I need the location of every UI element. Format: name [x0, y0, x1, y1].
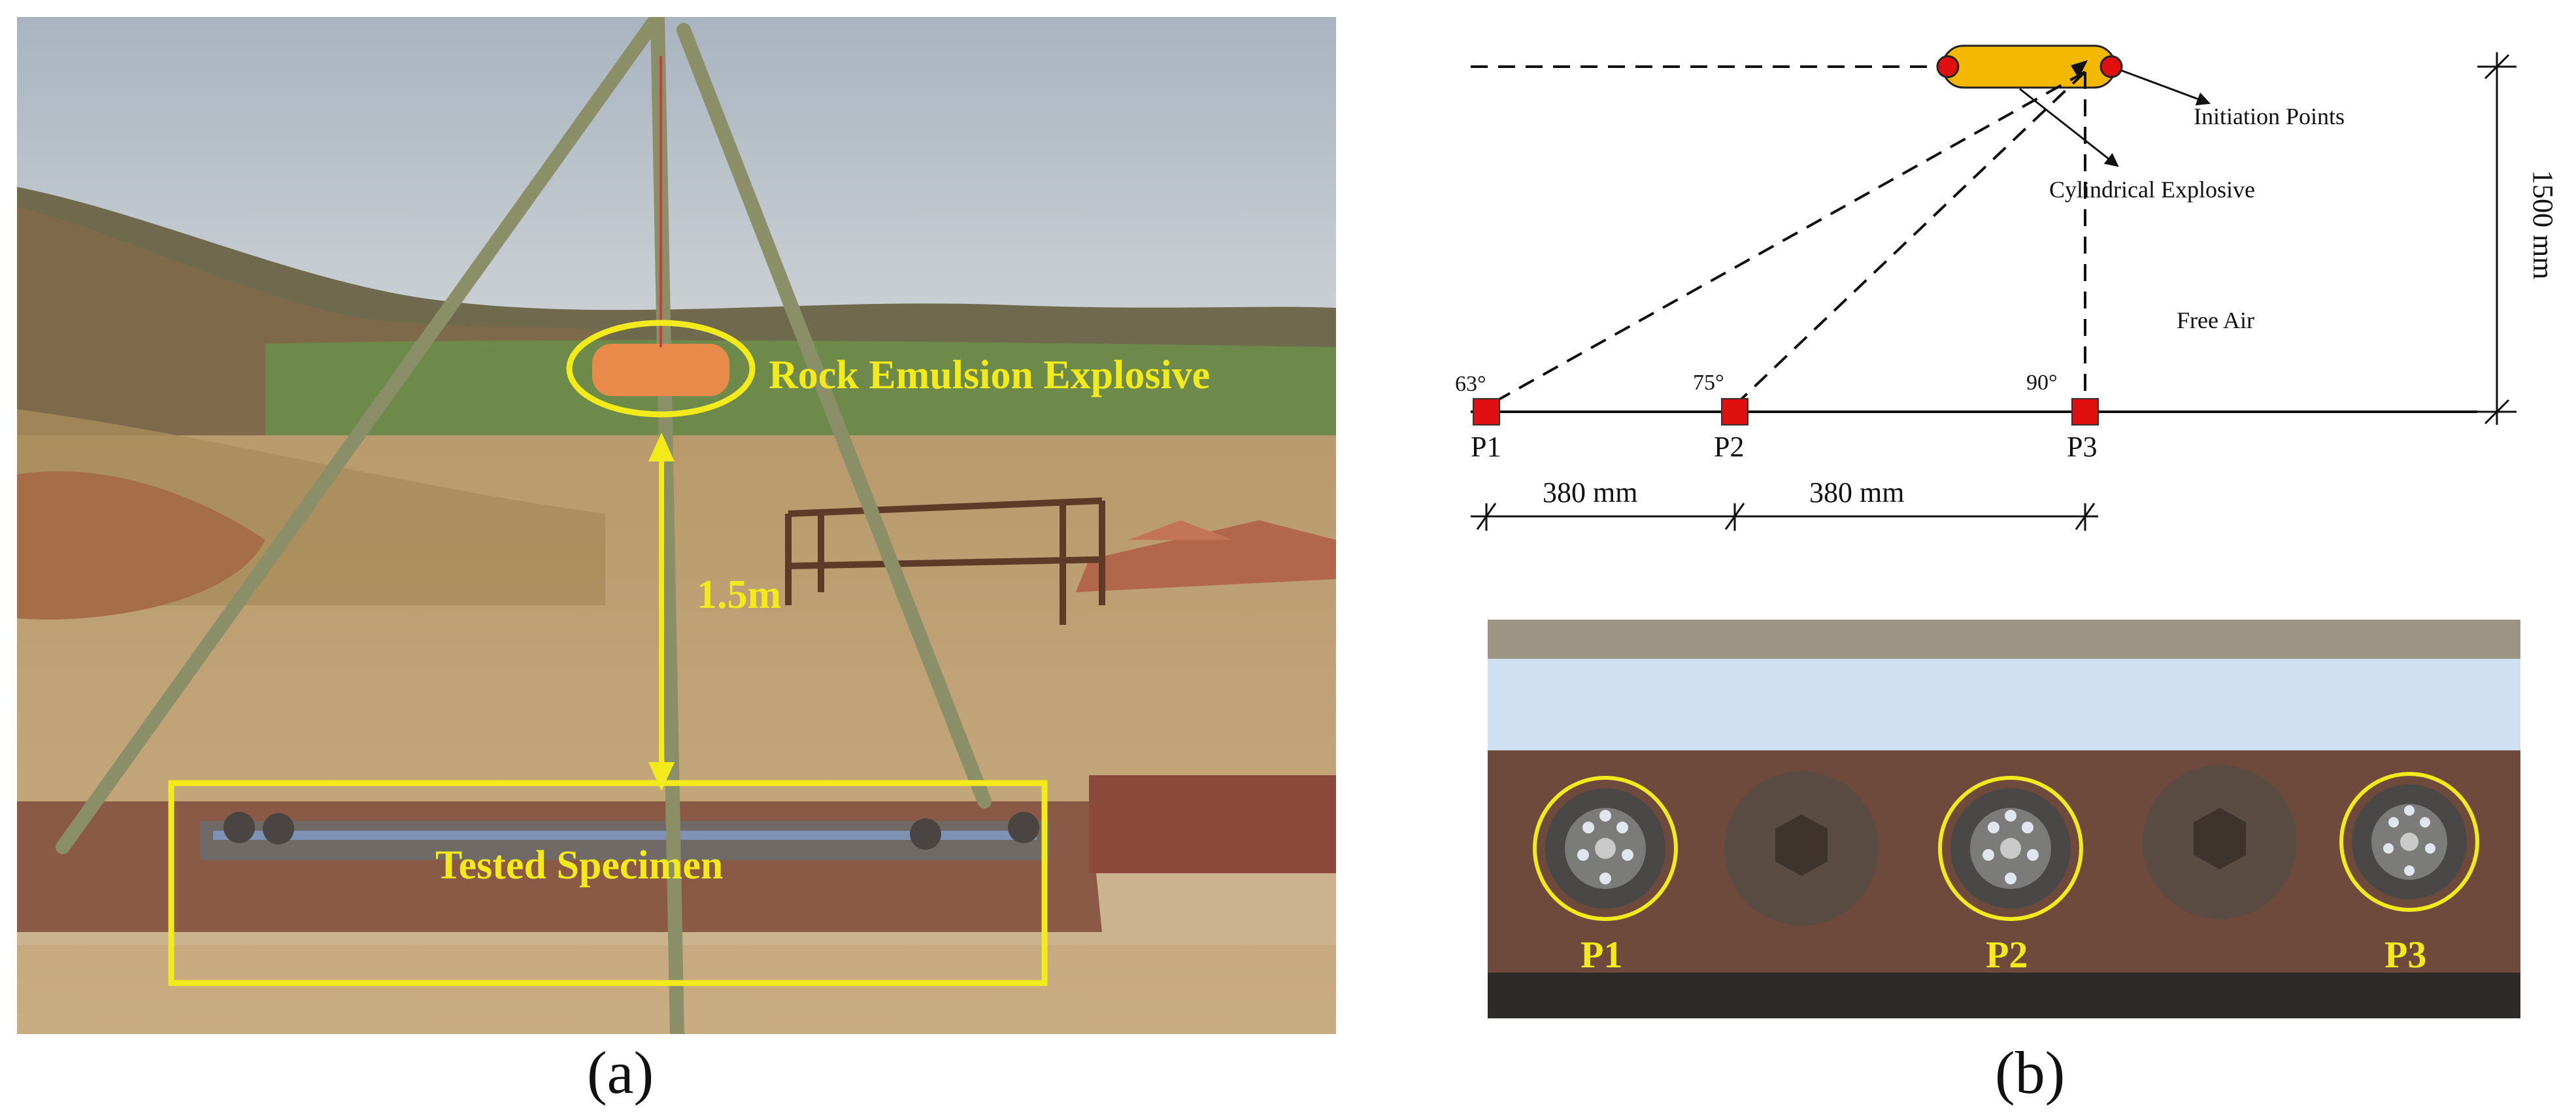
point-label-p2: P2 [1714, 431, 1744, 463]
spacing-dimension [1471, 503, 2098, 531]
initiation-label: Initiation Points [2194, 103, 2345, 129]
beam-bottom-flange [1488, 973, 2520, 1018]
angle-label-p3: 90° [2026, 371, 2058, 395]
initiation-leader [2121, 69, 2211, 106]
explosive-label: Rock Emulsion Explosive [769, 353, 1210, 397]
angle-label-p1: 63° [1455, 372, 1486, 396]
highlight-circle-p1 [1533, 776, 1678, 921]
distance-arrow [648, 433, 675, 791]
bolt-1 [1724, 771, 1879, 926]
explosive-leader [2019, 88, 2119, 167]
concrete-background [1488, 620, 2520, 665]
ray-arrow-head [2071, 60, 2088, 78]
specimen-highlight-box [168, 780, 1048, 986]
caption-a: (a) [587, 1039, 654, 1106]
field-test-photo: Rock Emulsion Explosive 1.5m Tested Spec… [17, 17, 1336, 1034]
specimen-label: Tested Specimen [435, 843, 723, 888]
dirt-mound [17, 471, 265, 620]
spacing-label-2: 380 mm [1809, 476, 1904, 509]
gauge-p1 [1473, 398, 1500, 426]
photo-label-p3: P3 [2384, 933, 2426, 976]
foil-sheet [1488, 659, 2520, 763]
rusty-frame [785, 497, 1105, 625]
spacing-label-1: 380 mm [1543, 476, 1637, 509]
specimen-beam [200, 812, 1050, 860]
gauge-p3 [2071, 398, 2099, 426]
caption-b: (b) [1995, 1039, 2066, 1106]
red-steel-box [1089, 775, 1336, 873]
point-label-p1: P1 [1471, 431, 1501, 463]
photo-label-p1: P1 [1581, 933, 1622, 976]
gauge-p2 [1721, 398, 1748, 426]
cylindrical-explosive [1941, 44, 2116, 89]
point-label-p3: P3 [2067, 431, 2097, 463]
height-dimension [2477, 52, 2517, 425]
initiation-point-left [1936, 55, 1960, 78]
specimen-photo: P1 P2 P3 [1488, 620, 2520, 1018]
initiation-point-right [2099, 55, 2123, 78]
photo-label-p2: P2 [1986, 933, 2028, 976]
gauge-mount-p1 [1545, 788, 1665, 909]
gauge-mount-p3 [2352, 784, 2467, 899]
brick-pile [1076, 520, 1336, 592]
explosive-highlight-ellipse [566, 320, 756, 418]
explosive-label-b: Cylindrical Explosive [2049, 176, 2255, 203]
highlight-circle-p3 [2339, 772, 2479, 912]
medium-label: Free Air [2177, 307, 2254, 333]
bolt-2 [2143, 765, 2297, 919]
angle-label-p2: 75° [1693, 371, 1724, 395]
emulsion-explosive-charge [592, 344, 729, 396]
distance-label: 1.5m [697, 573, 781, 617]
height-label: 1500 mm [2527, 170, 2559, 279]
highlight-circle-p2 [1938, 776, 2083, 921]
test-schematic: Initiation Points Cylindrical Explosive … [1455, 44, 2559, 531]
blast-rays [1483, 71, 2086, 409]
gauge-mount-p2 [1950, 788, 2071, 909]
